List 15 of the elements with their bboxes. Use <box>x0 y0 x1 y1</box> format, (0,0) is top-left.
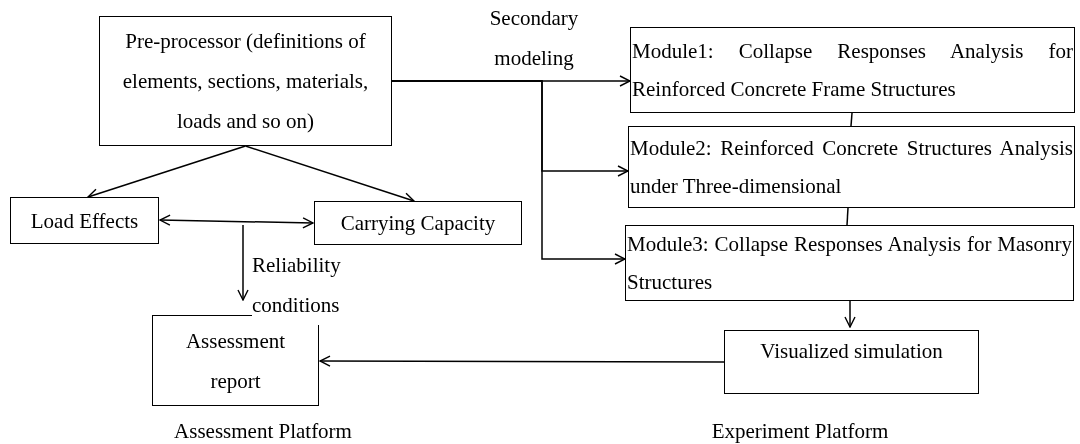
arrow <box>319 355 725 367</box>
process-box: Visualized simulation <box>724 330 979 394</box>
process-box: Module2: Reinforced Concrete Structures Analysis under Three-dimensional <box>628 126 1075 208</box>
process-box: Assessment report <box>152 315 319 406</box>
process-box: Pre-processor (definitions of elements, sections, materials, loads and so on) <box>99 16 392 146</box>
connector-line <box>850 112 853 127</box>
arrow <box>237 224 249 301</box>
process-box: Module1: Collapse Responses Analysis for Reinforced Concrete Frame Structures <box>630 27 1075 113</box>
process-box: Module3: Collapse Responses Analysis for Masonry Structures <box>625 225 1074 301</box>
arrow <box>159 214 314 229</box>
arrow <box>391 80 626 265</box>
connector-line <box>846 207 849 226</box>
process-box: Carrying Capacity <box>314 201 522 245</box>
process-box: Load Effects <box>10 197 159 244</box>
arrow <box>844 300 856 328</box>
